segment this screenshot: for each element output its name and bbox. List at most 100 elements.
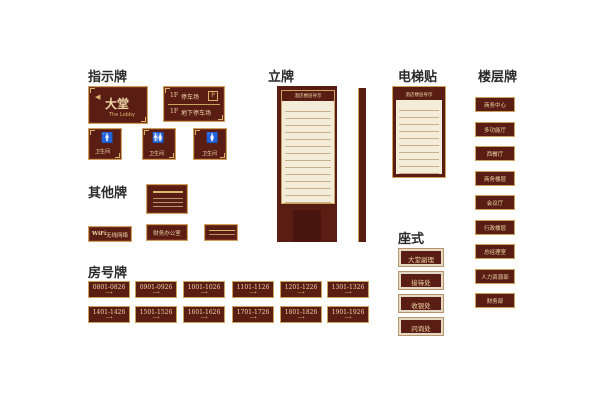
arrow-right-icon: ⟶	[105, 315, 113, 321]
elevator-sign: 酒店楼层导示	[392, 86, 446, 178]
room-sign-number: 1301-1326	[331, 284, 365, 291]
arrow-right-icon: ⟶	[200, 315, 208, 321]
floor-sign: 财务部	[475, 293, 515, 308]
stand-sign-row	[285, 196, 331, 203]
toilet-sign-label: 卫生间	[202, 151, 218, 157]
room-sign: 0901-0926⟶	[135, 281, 177, 298]
arrow-right-icon: ⟶	[297, 290, 305, 296]
stand-sign-base	[293, 210, 321, 242]
floor-sign-label: 行政楼层	[483, 225, 506, 232]
room-sign-number: 0901-0926	[139, 284, 173, 291]
seat-sign: 大堂副理	[398, 248, 444, 267]
arrow-right-icon: ⟶	[105, 290, 113, 296]
parking-p-icon: P	[208, 91, 218, 101]
arrow-right-icon: ⟶	[200, 290, 208, 296]
plaque-line	[209, 230, 235, 231]
room-sign-number: 1201-1226	[284, 284, 318, 291]
stand-sign-row	[285, 189, 331, 196]
room-sign-number: 1901-1926	[331, 309, 365, 316]
elevator-sign-header-bar: 酒店楼层导示	[396, 90, 442, 100]
floor-sign-label: 多功能厅	[483, 127, 506, 134]
room-sign-number: 1801-1826	[284, 309, 318, 316]
floor-sign: 西餐厅	[475, 146, 515, 161]
elevator-sign-row	[399, 153, 439, 160]
seat-sign: 问询处	[398, 317, 444, 336]
wifi-icon: WiFi	[92, 231, 107, 237]
stand-sign-side-view	[358, 88, 366, 242]
arrow-right-icon: ⟶	[249, 290, 257, 296]
section-title-elevator: 电梯贴	[398, 70, 438, 85]
room-sign: 1901-1926⟶	[327, 306, 369, 323]
floor-sign: 多功能厅	[475, 121, 515, 137]
floor-sign: 总经理室	[475, 244, 515, 259]
floor-sign: 商务楼层	[475, 170, 515, 186]
floor-sign-label: 财务部	[486, 299, 504, 305]
floor-sign: 会议厅	[475, 195, 515, 210]
parking-floor-1: 1F	[170, 92, 178, 99]
section-title-guide: 指示牌	[88, 70, 128, 85]
notice-line	[153, 198, 183, 199]
floor-sign: 人力资源部	[475, 268, 515, 284]
elevator-sign-board: 酒店楼层导示	[396, 90, 442, 174]
room-sign-number: 1601-1626	[187, 309, 221, 316]
stand-sign-header: 酒店楼层导示	[294, 94, 322, 99]
room-sign-number: 1401-1426	[92, 309, 126, 316]
arrow-left-icon: ◀	[95, 93, 101, 101]
office-sign: 财务办公室	[146, 224, 188, 241]
stand-sign-row	[285, 112, 331, 119]
floor-sign: 商务中心	[475, 97, 515, 112]
floor-sign-label: 总经理室	[483, 250, 506, 256]
stand-sign-row	[285, 133, 331, 140]
room-sign: 1701-1726⟶	[232, 306, 274, 323]
room-sign-number: 1101-1126	[236, 284, 270, 291]
elevator-sign-row	[399, 160, 439, 167]
stand-sign-board: 酒店楼层导示	[281, 90, 335, 204]
arrow-right-icon: ⟶	[344, 315, 352, 321]
stand-sign-row	[285, 126, 331, 133]
floor-sign-label: 会议厅	[486, 201, 504, 207]
room-sign: 1801-1826⟶	[280, 306, 322, 323]
stand-sign-row	[285, 140, 331, 147]
room-sign-number: 1001-1026	[187, 284, 221, 291]
wifi-sign: WiFi 无线网络	[88, 226, 132, 242]
stand-sign-row	[285, 175, 331, 182]
toilet-sign-male: 🚹 卫生间	[88, 128, 122, 160]
toilet-sign-female: 🚺 卫生间	[193, 128, 227, 160]
restroom-icon: 🚻	[152, 133, 165, 144]
floor-sign-label: 西餐厅	[486, 152, 504, 158]
parking-label-1: 停车场	[181, 94, 200, 101]
parking-divider	[168, 104, 220, 105]
elevator-sign-row	[399, 146, 439, 153]
lobby-sign-title: 大堂	[105, 97, 130, 111]
room-sign: 0801-0826⟶	[88, 281, 130, 298]
notice-sign	[146, 184, 188, 214]
room-sign: 1401-1426⟶	[88, 306, 130, 323]
arrow-right-icon: ⟶	[249, 315, 257, 321]
arrow-right-icon: ⟶	[297, 315, 305, 321]
room-sign: 1301-1326⟶	[327, 281, 369, 298]
elevator-sign-header: 酒店楼层导示	[405, 93, 433, 98]
small-plaque	[204, 224, 238, 241]
stand-sign-row	[285, 147, 331, 154]
elevator-sign-row	[399, 125, 439, 132]
toilet-sign-label: 卫生间	[95, 149, 111, 155]
seat-sign-label: 接待处	[411, 279, 431, 287]
room-sign: 1201-1226⟶	[280, 281, 322, 298]
room-sign: 1001-1026⟶	[183, 281, 225, 298]
seat-sign: 接待处	[398, 271, 444, 290]
parking-floor-2: 1F	[170, 108, 178, 115]
plaque-line	[209, 234, 235, 235]
notice-line	[153, 206, 183, 207]
section-title-seat: 座式	[398, 232, 425, 247]
section-title-stand: 立牌	[268, 70, 295, 85]
floor-sign-label: 商务楼层	[483, 176, 506, 183]
office-label: 财务办公室	[153, 231, 181, 237]
room-sign: 1101-1126⟶	[232, 281, 274, 298]
stand-sign-row	[285, 182, 331, 189]
female-person-icon: 🚺	[206, 133, 219, 144]
lobby-sign: ◀ 大堂 The Lobby	[88, 86, 148, 124]
seat-sign-label: 收银处	[411, 302, 431, 310]
floor-sign: 行政楼层	[475, 219, 515, 235]
notice-line	[153, 191, 183, 193]
room-sign: 1601-1626⟶	[183, 306, 225, 323]
